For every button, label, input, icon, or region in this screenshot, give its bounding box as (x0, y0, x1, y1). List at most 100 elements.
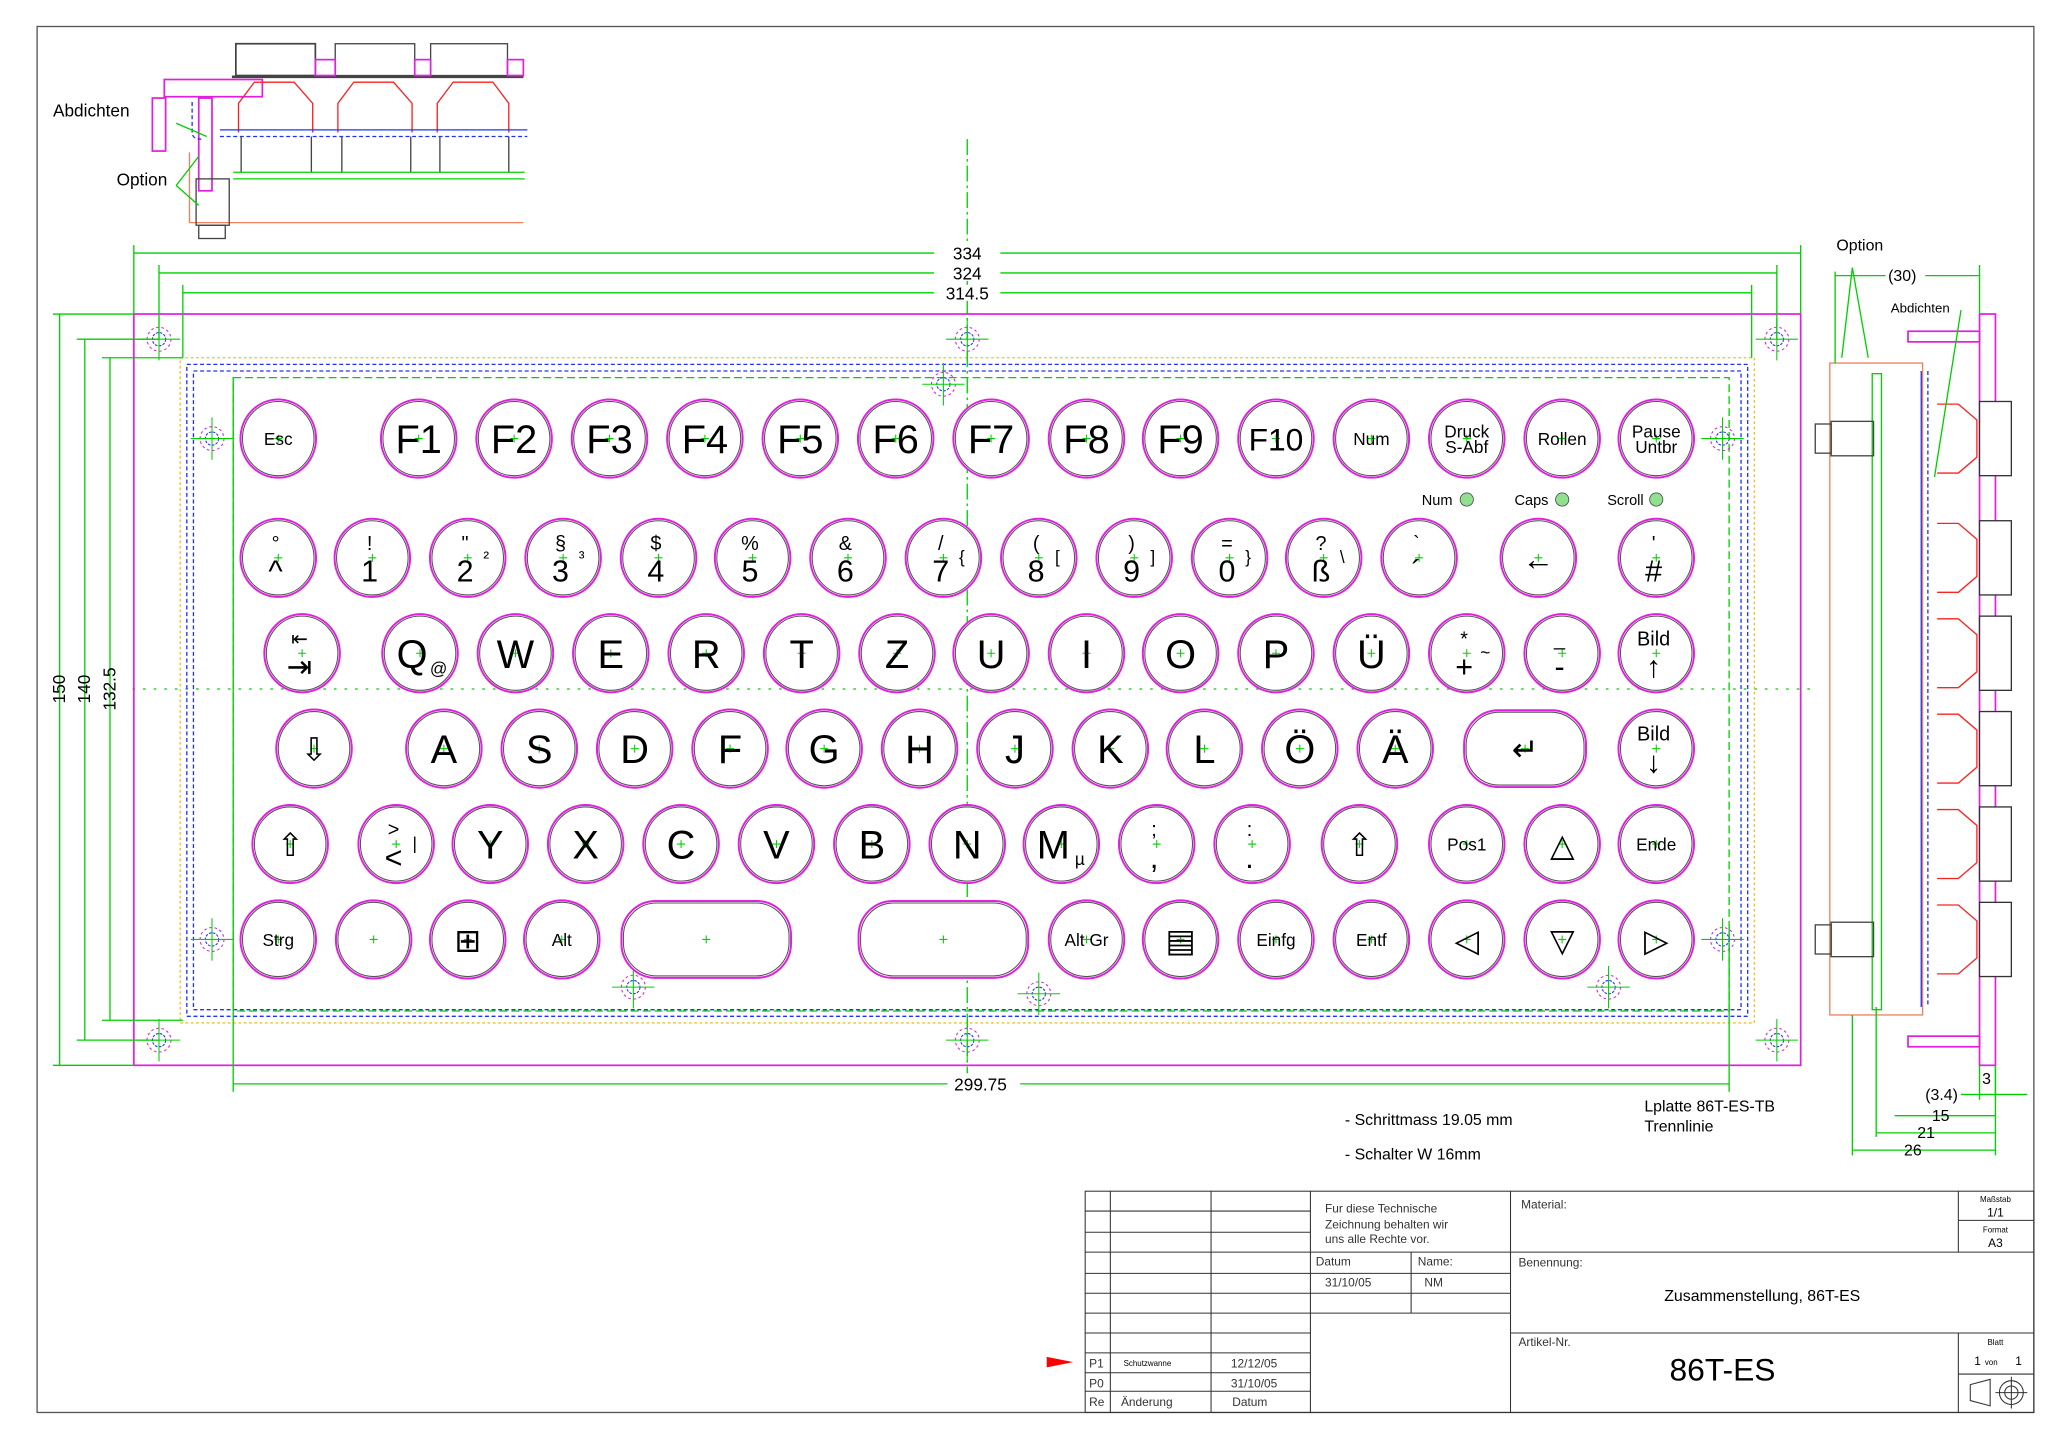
key[interactable]: Bild↑ (1617, 613, 1696, 694)
key[interactable]: E (572, 613, 650, 694)
key-label: F (718, 728, 742, 772)
key-label: I (1081, 633, 1092, 677)
key[interactable]: T (762, 613, 841, 694)
key[interactable]: Ende (1617, 803, 1696, 885)
key[interactable]: /7{ (904, 517, 983, 598)
key[interactable]: ><| (357, 803, 435, 885)
key[interactable]: F (691, 708, 769, 789)
key[interactable]: Y (451, 803, 530, 885)
key[interactable]: I (1047, 613, 1126, 694)
key[interactable]: Pos1 (1428, 803, 1506, 885)
key[interactable]: F5 (761, 398, 840, 479)
key[interactable]: ▽ (1523, 899, 1601, 980)
key[interactable]: ;, (1117, 803, 1196, 885)
key[interactable]: W (476, 613, 555, 694)
key[interactable]: K (1071, 708, 1150, 789)
key[interactable]: ← (1499, 517, 1578, 598)
key[interactable]: ⇧ (251, 803, 329, 885)
key[interactable]: F9 (1141, 398, 1220, 479)
key[interactable]: ▷ (1617, 899, 1696, 980)
key[interactable]: F7 (952, 398, 1030, 479)
key[interactable]: Bild↓ (1617, 708, 1696, 789)
key[interactable]: Entf (1332, 899, 1411, 980)
key[interactable]: Strg (239, 899, 318, 980)
key[interactable]: H (880, 708, 959, 789)
seal-label: Abdichten (53, 101, 130, 121)
key[interactable]: !1 (333, 517, 412, 598)
key[interactable] (620, 900, 793, 979)
key[interactable]: ?ß\ (1284, 517, 1363, 598)
key-label: 9 (1123, 555, 1140, 589)
key[interactable]: Rollen (1523, 398, 1601, 479)
key[interactable]: D (595, 708, 674, 789)
key[interactable]: L (1165, 708, 1244, 789)
key-label: F7 (968, 418, 1014, 462)
key[interactable]: °^ (239, 517, 318, 598)
key[interactable]: (8[ (1000, 517, 1078, 598)
key[interactable]: F1 (379, 398, 458, 479)
key[interactable]: ⇩ (275, 708, 353, 789)
key[interactable]: J (976, 708, 1054, 789)
key[interactable]: `´ (1380, 517, 1458, 598)
key[interactable]: Ä (1356, 708, 1434, 789)
key[interactable] (334, 899, 413, 980)
key[interactable]: F8 (1047, 398, 1126, 479)
key[interactable]: *+~ (1428, 613, 1506, 694)
current-revision-marker-icon (1046, 1356, 1074, 1368)
key[interactable]: ⇤⇥ (263, 613, 341, 694)
key[interactable]: &6 (809, 517, 887, 598)
key[interactable]: V (737, 803, 816, 885)
key[interactable]: ⇧ (1320, 803, 1399, 885)
key[interactable]: ⊞ (428, 899, 507, 980)
key[interactable]: Z (858, 613, 936, 694)
key[interactable]: F6 (856, 398, 935, 479)
key[interactable]: F3 (570, 398, 649, 479)
key[interactable]: S (500, 708, 579, 789)
key[interactable]: Num (1332, 398, 1411, 479)
key[interactable]: ▤ (1141, 899, 1220, 980)
key-label: B (859, 824, 886, 868)
key-center-mark (535, 744, 544, 753)
key[interactable]: Alt (523, 899, 601, 980)
key[interactable]: '# (1617, 517, 1696, 598)
scale-value: 1/1 (1987, 1205, 2004, 1219)
keycap-inner (1050, 400, 1123, 477)
key[interactable]: C (642, 803, 720, 885)
key[interactable]: G (785, 708, 863, 789)
key[interactable] (857, 900, 1030, 979)
key[interactable]: N (928, 803, 1007, 885)
key[interactable]: A (405, 708, 483, 789)
key[interactable]: _- (1523, 613, 1601, 694)
key[interactable]: O (1141, 613, 1220, 694)
key-label: Einfg (1256, 930, 1295, 950)
key-shift-label: ` (1413, 533, 1420, 555)
key[interactable]: Q@ (381, 613, 459, 694)
key[interactable]: Ö (1261, 708, 1339, 789)
key[interactable]: Einfg (1237, 899, 1315, 980)
key[interactable]: $4 (619, 517, 698, 598)
key[interactable]: B (833, 803, 911, 885)
key[interactable]: %5 (713, 517, 792, 598)
key[interactable]: Alt Gr (1047, 899, 1126, 980)
key[interactable]: =0} (1190, 517, 1269, 598)
key[interactable]: Esc (239, 398, 318, 479)
key[interactable]: )9] (1095, 517, 1173, 598)
key[interactable]: Ü (1332, 613, 1411, 694)
key[interactable]: ↵ (1463, 709, 1588, 789)
key[interactable]: U (952, 613, 1030, 694)
key[interactable]: X (546, 803, 625, 885)
key[interactable]: F2 (475, 398, 553, 479)
key[interactable]: △ (1523, 803, 1601, 885)
key-center-mark (1652, 434, 1661, 443)
key[interactable]: F4 (666, 398, 744, 479)
key[interactable]: R (667, 613, 745, 694)
key[interactable]: ◁ (1428, 899, 1506, 980)
key[interactable]: :. (1213, 803, 1291, 885)
key[interactable]: P (1237, 613, 1315, 694)
key[interactable]: F10 (1237, 398, 1315, 479)
